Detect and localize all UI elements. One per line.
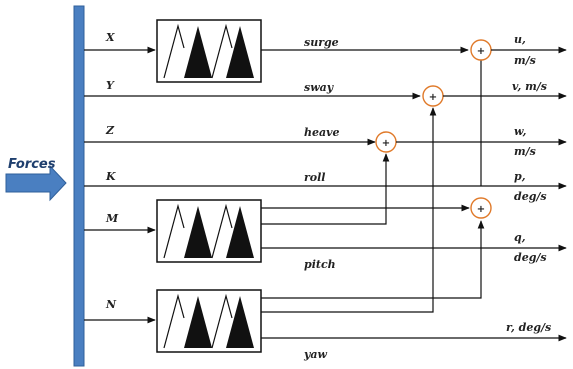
output-label-r: r, deg/s <box>506 321 551 334</box>
input-label-k: K <box>105 170 116 183</box>
summer-w: + <box>375 131 567 153</box>
membership-functions-icon <box>163 293 254 349</box>
signal-label-heave: heave <box>304 126 340 139</box>
output-label-w-unit: m/s <box>514 145 536 158</box>
fuzzy-block-m <box>84 153 567 263</box>
signal-label-yaw: yaw <box>303 348 328 361</box>
output-label-w: w, <box>514 125 527 138</box>
output-label-u-unit: m/s <box>514 54 536 67</box>
signal-label-surge: surge <box>304 36 339 49</box>
summer-v: + <box>422 85 567 107</box>
svg-text:+: + <box>477 46 485 57</box>
signal-label-roll: roll <box>304 171 326 184</box>
output-label-q: q, <box>514 231 526 244</box>
output-label-u: u, <box>514 33 526 46</box>
svg-text:+: + <box>382 138 390 149</box>
fuzzy-block-x <box>84 19 469 83</box>
forces-arrow <box>5 164 67 202</box>
force-bus <box>73 5 85 367</box>
input-label-z: Z <box>105 124 115 137</box>
output-label-q-unit: deg/s <box>514 251 547 264</box>
forces-label: Forces <box>8 157 56 172</box>
summer-p: + <box>470 197 492 219</box>
fuzzy-block-n <box>84 107 567 353</box>
svg-text:+: + <box>429 92 437 103</box>
svg-text:+: + <box>477 204 485 215</box>
input-label-x: X <box>105 31 115 44</box>
signal-label-sway: sway <box>304 81 335 94</box>
signal-label-pitch: pitch <box>304 258 336 271</box>
output-label-p-unit: deg/s <box>514 190 547 203</box>
input-label-n: N <box>105 298 117 311</box>
output-label-v: v, m/s <box>512 80 547 93</box>
input-label-y: Y <box>106 79 115 92</box>
input-label-m: M <box>105 212 119 225</box>
membership-functions-icon <box>163 203 254 259</box>
summer-u: + <box>470 39 567 186</box>
output-label-p: p, <box>514 170 526 183</box>
membership-functions-icon <box>163 23 254 79</box>
